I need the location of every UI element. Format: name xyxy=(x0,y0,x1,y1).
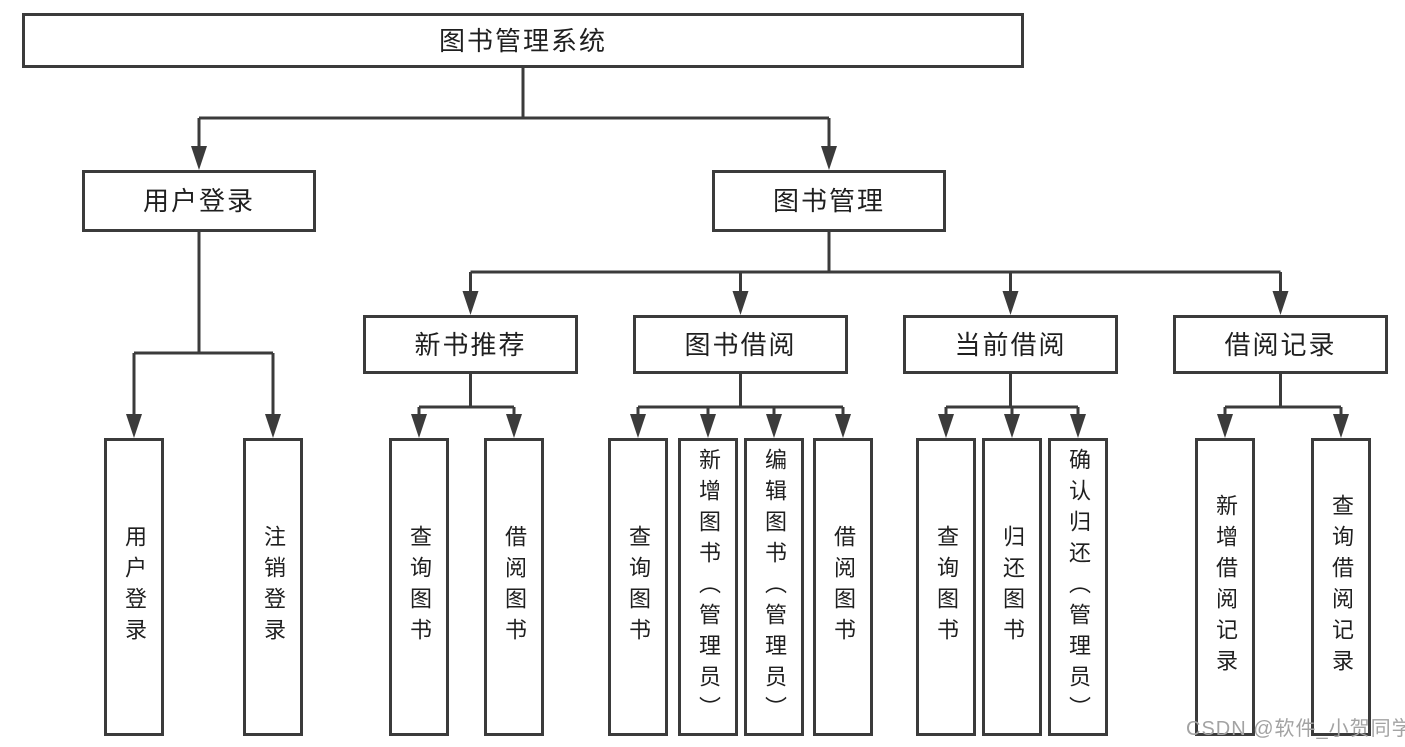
arrowhead xyxy=(835,414,851,438)
node-label: 用户登录 xyxy=(142,186,255,216)
node-label: 借阅记录 xyxy=(1224,329,1337,360)
watermark: CSDN @软件_小贺同学 xyxy=(1186,718,1405,740)
node-label: 借阅图书 xyxy=(502,525,527,649)
arrowhead xyxy=(265,414,281,438)
node-label: 查询图书 xyxy=(626,525,651,649)
node-user-login-leaf: 用户登录 xyxy=(104,438,164,736)
arrowhead xyxy=(821,146,837,170)
arrowhead xyxy=(462,291,479,315)
arrowhead xyxy=(411,414,427,438)
node-label: 查询借阅记录 xyxy=(1329,494,1354,680)
node-label: 归还图书 xyxy=(1000,525,1025,649)
node-label: 注销登录 xyxy=(261,525,286,649)
node-label: 新增图书（管理员） xyxy=(696,447,721,727)
arrowhead xyxy=(732,291,749,315)
node-label: 查询图书 xyxy=(407,525,432,649)
arrowhead xyxy=(1272,291,1289,315)
connector-lines xyxy=(132,68,1343,420)
node-book-management: 图书管理 xyxy=(712,170,946,232)
arrowhead xyxy=(700,414,716,438)
node-book-borrowing: 图书借阅 xyxy=(633,315,848,374)
node-query-books-borrowing: 查询图书 xyxy=(608,438,668,736)
arrowhead xyxy=(191,146,207,170)
node-return-books: 归还图书 xyxy=(982,438,1042,736)
node-user-login-module: 用户登录 xyxy=(82,170,316,232)
node-label: 确认归还（管理员） xyxy=(1066,447,1091,727)
node-logout-leaf: 注销登录 xyxy=(243,438,303,736)
node-label: 新增借阅记录 xyxy=(1213,494,1238,680)
arrowhead xyxy=(1217,414,1233,438)
arrowhead xyxy=(938,414,954,438)
node-label: 当前借阅 xyxy=(954,329,1067,360)
node-query-borrow-record: 查询借阅记录 xyxy=(1311,438,1371,736)
node-query-books-recommend: 查询图书 xyxy=(389,438,449,736)
node-label: 图书管理系统 xyxy=(438,25,607,56)
node-new-book-recommend: 新书推荐 xyxy=(363,315,578,374)
node-add-borrow-record: 新增借阅记录 xyxy=(1195,438,1255,736)
arrowhead xyxy=(766,414,782,438)
node-label: 用户登录 xyxy=(122,525,147,649)
node-label: 图书管理 xyxy=(772,186,885,216)
arrowhead xyxy=(1004,414,1020,438)
arrowhead xyxy=(506,414,522,438)
node-borrowing-records: 借阅记录 xyxy=(1173,315,1388,374)
arrowhead xyxy=(1070,414,1086,438)
node-borrow-books-recommend: 借阅图书 xyxy=(484,438,544,736)
node-root: 图书管理系统 xyxy=(22,13,1024,68)
arrowhead xyxy=(1002,291,1019,315)
node-label: 新书推荐 xyxy=(414,329,527,360)
node-borrow-books-borrowing: 借阅图书 xyxy=(813,438,873,736)
node-edit-books-admin: 编辑图书（管理员） xyxy=(744,438,804,736)
node-current-borrowing: 当前借阅 xyxy=(903,315,1118,374)
node-label: 编辑图书（管理员） xyxy=(762,447,787,727)
node-confirm-return-admin: 确认归还（管理员） xyxy=(1048,438,1108,736)
node-add-books-admin: 新增图书（管理员） xyxy=(678,438,738,736)
arrowhead xyxy=(1333,414,1349,438)
node-label: 图书借阅 xyxy=(684,329,797,360)
node-label: 查询图书 xyxy=(934,525,959,649)
arrowhead xyxy=(630,414,646,438)
node-label: 借阅图书 xyxy=(831,525,856,649)
arrowhead xyxy=(126,414,142,438)
node-query-books-current: 查询图书 xyxy=(916,438,976,736)
